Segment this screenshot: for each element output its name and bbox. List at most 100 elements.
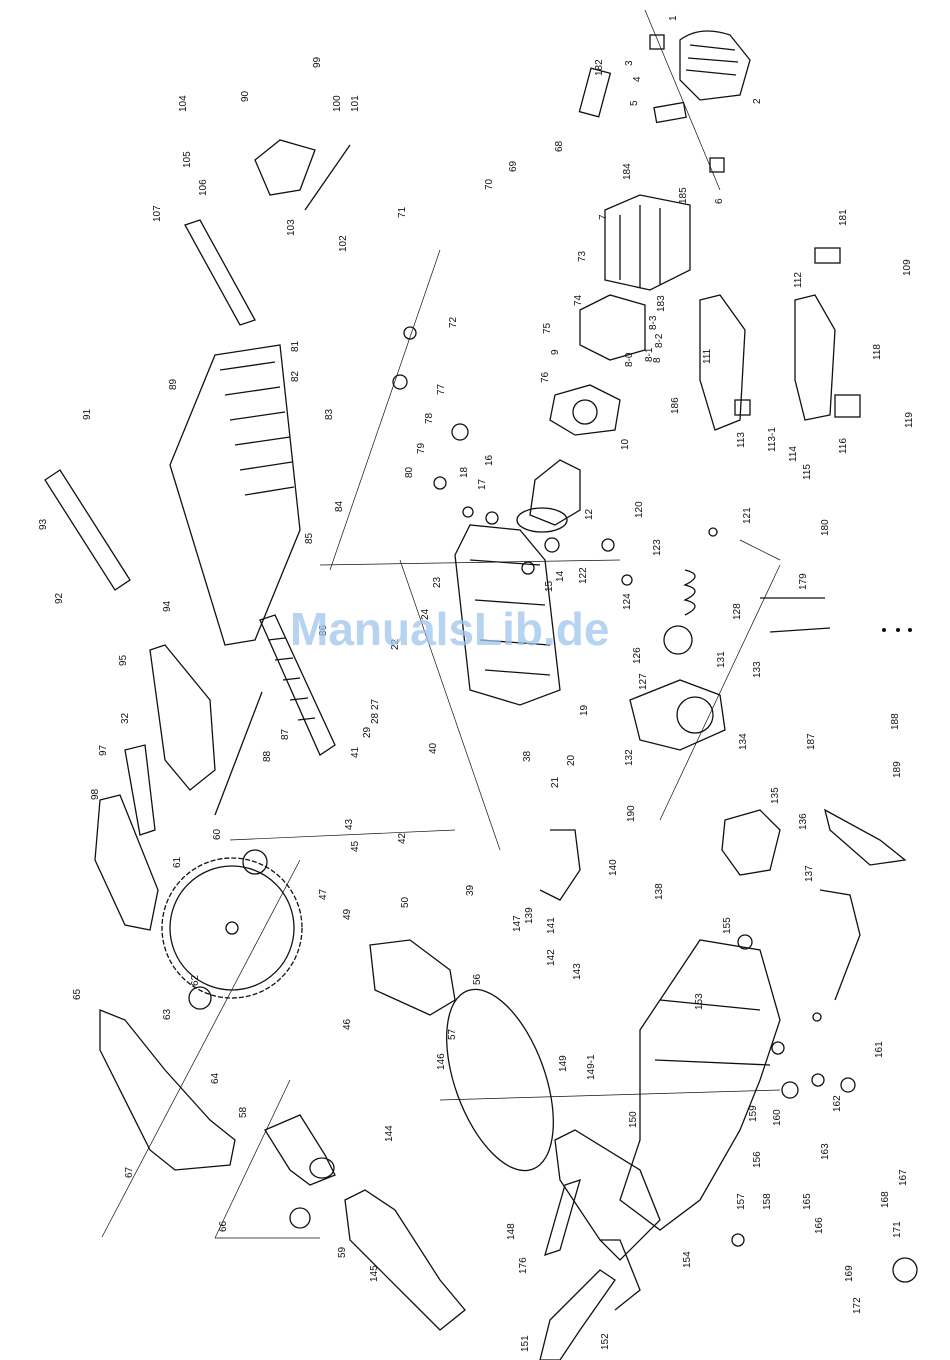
rod-handle [539,829,581,901]
part-label: 12 [584,508,595,520]
part-label: 176 [518,1257,529,1274]
outer-flange [242,849,268,875]
part-label: 2 [752,98,763,104]
upper-blade-guard [94,794,159,931]
part-label: 115 [802,464,813,480]
part-label: 148 [506,1223,517,1240]
part-label: 68 [554,140,565,152]
part-label: 113 [736,432,747,448]
handle-left [794,294,836,421]
miter-support [544,1178,581,1257]
part-label: 38 [522,750,533,762]
part-label: 8 [652,357,663,363]
part-label: 160 [772,1109,783,1126]
lower-blade-guard [149,644,216,791]
part-label: 127 [638,673,649,690]
part-label: 94 [162,600,173,612]
part-label: 152 [600,1333,611,1350]
part-label: 57 [447,1028,458,1040]
part-label: 40 [428,742,439,754]
part-label: 162 [832,1095,843,1112]
extension-rail [184,219,256,326]
gearbox-housing [454,524,561,706]
part-label: 22 [390,638,401,650]
armature [529,459,581,526]
part-label: 113-1 [767,427,778,452]
part-label: 121 [742,507,753,524]
part-label: 140 [608,859,619,876]
part-label: 104 [178,95,189,112]
stand-rod [819,889,861,1001]
part-label: 134 [738,733,749,750]
part-label: 132 [624,749,635,766]
saw-base [619,939,781,1231]
part-label: 27 [370,698,381,710]
part-label: 18 [459,466,470,478]
part-label: 8-0 [624,352,635,367]
part-label: 66 [218,1220,229,1232]
part-label: 107 [152,205,163,222]
part-label: 185 [678,187,689,204]
part-label: 190 [626,805,637,822]
part-label: 166 [814,1217,825,1234]
part-label: 133 [752,661,763,678]
part-label: 74 [573,294,584,306]
part-label: 71 [397,206,408,218]
part-label: 16 [484,454,495,466]
part-label: 10 [620,438,631,450]
capacitor [734,399,751,416]
part-label: 131 [716,651,727,668]
part-label: 144 [384,1125,395,1142]
part-label: 3 [624,60,635,66]
part-label: 186 [670,397,681,414]
part-label: 23 [432,576,443,588]
part-label: 135 [770,787,781,804]
part-label: 9 [550,349,561,355]
part-label: 179 [798,573,809,590]
part-label: 126 [632,647,643,664]
part-label: 29 [362,726,373,738]
part-label: 17 [477,478,488,490]
part-label: 15 [544,580,555,592]
part-label: 103 [286,219,297,236]
part-label: 61 [172,856,183,868]
handle-right [699,294,746,431]
part-label: 143 [572,963,583,980]
part-label: 60 [212,828,223,840]
saw-table [169,344,301,646]
part-label: 4 [632,76,643,82]
part-label: 149 [558,1055,569,1072]
guard-link [124,744,156,836]
part-label: 49 [342,908,353,920]
rip-fence [44,469,131,591]
part-label: 88 [262,750,273,762]
bevel-knob [721,809,781,876]
lower-guard-arm [259,614,336,756]
part-label: 189 [892,761,903,778]
part-label: 76 [540,371,551,383]
brush-holder-bottom [709,157,725,173]
part-label: 154 [682,1251,693,1268]
switch [834,394,861,418]
part-label: 8-2 [654,333,665,348]
part-label: 98 [90,788,101,800]
part-label: 150 [628,1111,639,1128]
part-label: 109 [902,259,913,276]
saw-blade [161,857,303,999]
part-label: 153 [694,993,705,1010]
turntable [446,988,554,1172]
part-label: 151 [520,1335,531,1352]
part-label: 101 [350,95,361,112]
extension-rod [600,1239,641,1311]
part-label: 147 [512,915,523,932]
part-label: 181 [838,209,849,226]
label-plate [653,101,687,124]
part-label: 77 [436,383,447,395]
support-arm [539,1269,616,1360]
dust-chute [264,1114,336,1186]
part-label: 137 [804,865,815,882]
part-label: 8-3 [648,315,659,330]
part-label: 86 [318,624,329,636]
bearing-plate [549,384,621,436]
